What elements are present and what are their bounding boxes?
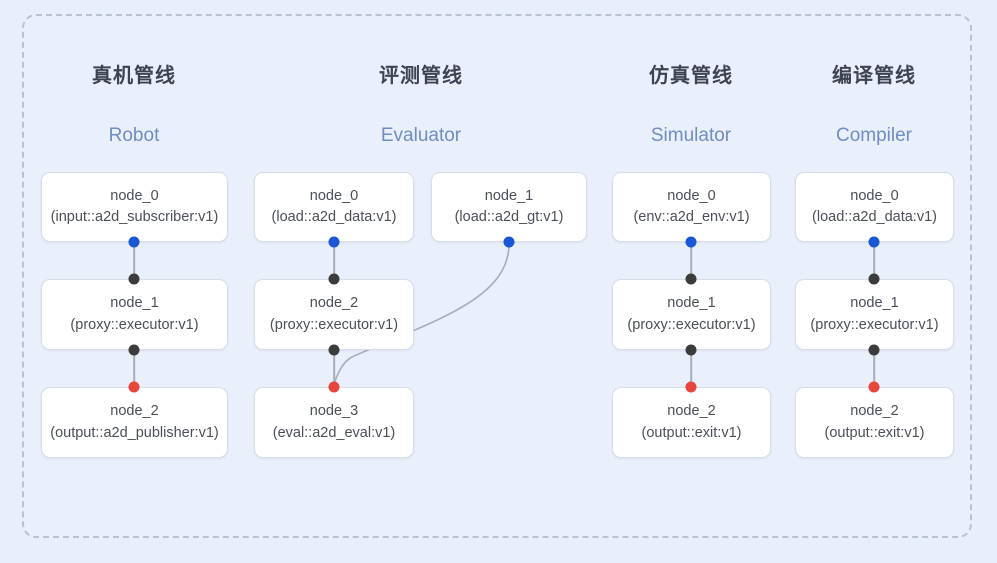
port-eval-node2-out[interactable]: [328, 344, 340, 356]
node-type-label: (load::a2d_data:v1): [271, 209, 397, 225]
edge-comp-edge-1-2: [873, 350, 875, 387]
port-sim-node1-out[interactable]: [685, 344, 697, 356]
node-box-robot-node_2[interactable]: node_2(output::a2d_publisher:v1): [41, 387, 228, 458]
column-title-cn-compiler: 编译管线: [832, 65, 916, 87]
port-robot-node1-out[interactable]: [128, 344, 140, 356]
node-type-label: (output::exit:v1): [824, 424, 925, 441]
column-title-cn-simulator: 仿真管线: [649, 65, 733, 87]
node-box-simulator-node_2[interactable]: node_2(output::exit:v1): [612, 387, 771, 458]
port-robot-node0-out[interactable]: [128, 236, 140, 248]
node-box-evaluator-node_2[interactable]: node_2(proxy::executor:v1): [254, 279, 414, 350]
column-header-evaluator: 评测管线 Evaluator: [379, 66, 463, 145]
port-comp-node2-in[interactable]: [868, 381, 880, 393]
column-header-robot: 真机管线 Robot: [92, 66, 176, 145]
port-comp-node1-in[interactable]: [868, 273, 880, 285]
node-box-evaluator-node_0[interactable]: node_0(load::a2d_data:v1): [254, 172, 414, 242]
edge-eval-edge-0-2: [333, 242, 335, 279]
column-title-en-simulator: Simulator: [650, 125, 732, 146]
edge-eval-edge-2-3: [333, 350, 335, 387]
port-sim-node2-in[interactable]: [685, 381, 697, 393]
port-eval-node3-in[interactable]: [328, 381, 340, 393]
port-robot-node2-in[interactable]: [128, 381, 140, 393]
node-box-simulator-node_0[interactable]: node_0(env::a2d_env:v1): [612, 172, 771, 242]
node-type-label: (proxy::executor:v1): [70, 316, 199, 333]
node-type-label: (eval::a2d_eval:v1): [272, 424, 396, 441]
edge-sim-edge-1-2: [690, 350, 692, 387]
node-id-label: node_1: [110, 295, 159, 312]
node-id-label: node_1: [850, 295, 899, 312]
node-id-label: node_2: [110, 403, 159, 420]
port-eval-node1-out[interactable]: [503, 236, 515, 248]
node-type-label: (proxy::executor:v1): [810, 316, 939, 333]
node-id-label: node_3: [309, 403, 359, 420]
port-eval-node0-out[interactable]: [328, 236, 340, 248]
port-sim-node0-out[interactable]: [685, 236, 697, 248]
node-box-evaluator-node_3[interactable]: node_3(eval::a2d_eval:v1): [254, 387, 414, 458]
node-box-evaluator-node_1[interactable]: node_1(load::a2d_gt:v1): [431, 172, 587, 242]
node-id-label: node_0: [667, 187, 716, 204]
edge-robot-edge-0-1: [133, 242, 135, 279]
node-id-label: node_1: [667, 295, 716, 312]
edge-robot-edge-1-2: [133, 350, 135, 387]
node-type-label: (proxy::executor:v1): [627, 316, 756, 333]
column-title-en-evaluator: Evaluator: [380, 125, 462, 146]
node-box-robot-node_1[interactable]: node_1(proxy::executor:v1): [41, 279, 228, 350]
node-id-label: node_2: [309, 295, 359, 312]
port-sim-node1-in[interactable]: [685, 273, 697, 285]
node-id-label: node_0: [309, 187, 359, 204]
node-type-label: (output::a2d_publisher:v1): [50, 424, 219, 441]
node-type-label: (env::a2d_env:v1): [633, 209, 750, 225]
port-eval-node2-in[interactable]: [328, 273, 340, 285]
node-box-compiler-node_2[interactable]: node_2(output::exit:v1): [795, 387, 954, 458]
column-title-en-compiler: Compiler: [835, 125, 913, 146]
column-title-cn-robot: 真机管线: [92, 65, 176, 87]
node-box-compiler-node_1[interactable]: node_1(proxy::executor:v1): [795, 279, 954, 350]
node-id-label: node_1: [484, 187, 534, 204]
node-id-label: node_0: [110, 187, 159, 204]
column-header-compiler: 编译管线 Compiler: [832, 66, 916, 145]
edge-sim-edge-0-1: [690, 242, 692, 279]
node-id-label: node_0: [850, 187, 899, 204]
port-robot-node1-in[interactable]: [128, 273, 140, 285]
node-type-label: (load::a2d_data:v1): [812, 209, 937, 225]
column-title-en-robot: Robot: [108, 125, 160, 146]
column-title-cn-evaluator: 评测管线: [379, 65, 463, 87]
node-type-label: (proxy::executor:v1): [269, 316, 399, 333]
node-box-robot-node_0[interactable]: node_0(input::a2d_subscriber:v1): [41, 172, 228, 242]
port-comp-node1-out[interactable]: [868, 344, 880, 356]
port-comp-node0-out[interactable]: [868, 236, 880, 248]
node-id-label: node_2: [667, 403, 716, 420]
column-header-simulator: 仿真管线 Simulator: [649, 66, 733, 145]
edge-comp-edge-0-1: [873, 242, 875, 279]
node-id-label: node_2: [850, 403, 899, 420]
node-box-simulator-node_1[interactable]: node_1(proxy::executor:v1): [612, 279, 771, 350]
node-box-compiler-node_0[interactable]: node_0(load::a2d_data:v1): [795, 172, 954, 242]
node-type-label: (input::a2d_subscriber:v1): [50, 209, 219, 225]
node-type-label: (output::exit:v1): [641, 424, 742, 441]
node-type-label: (load::a2d_gt:v1): [454, 209, 564, 225]
